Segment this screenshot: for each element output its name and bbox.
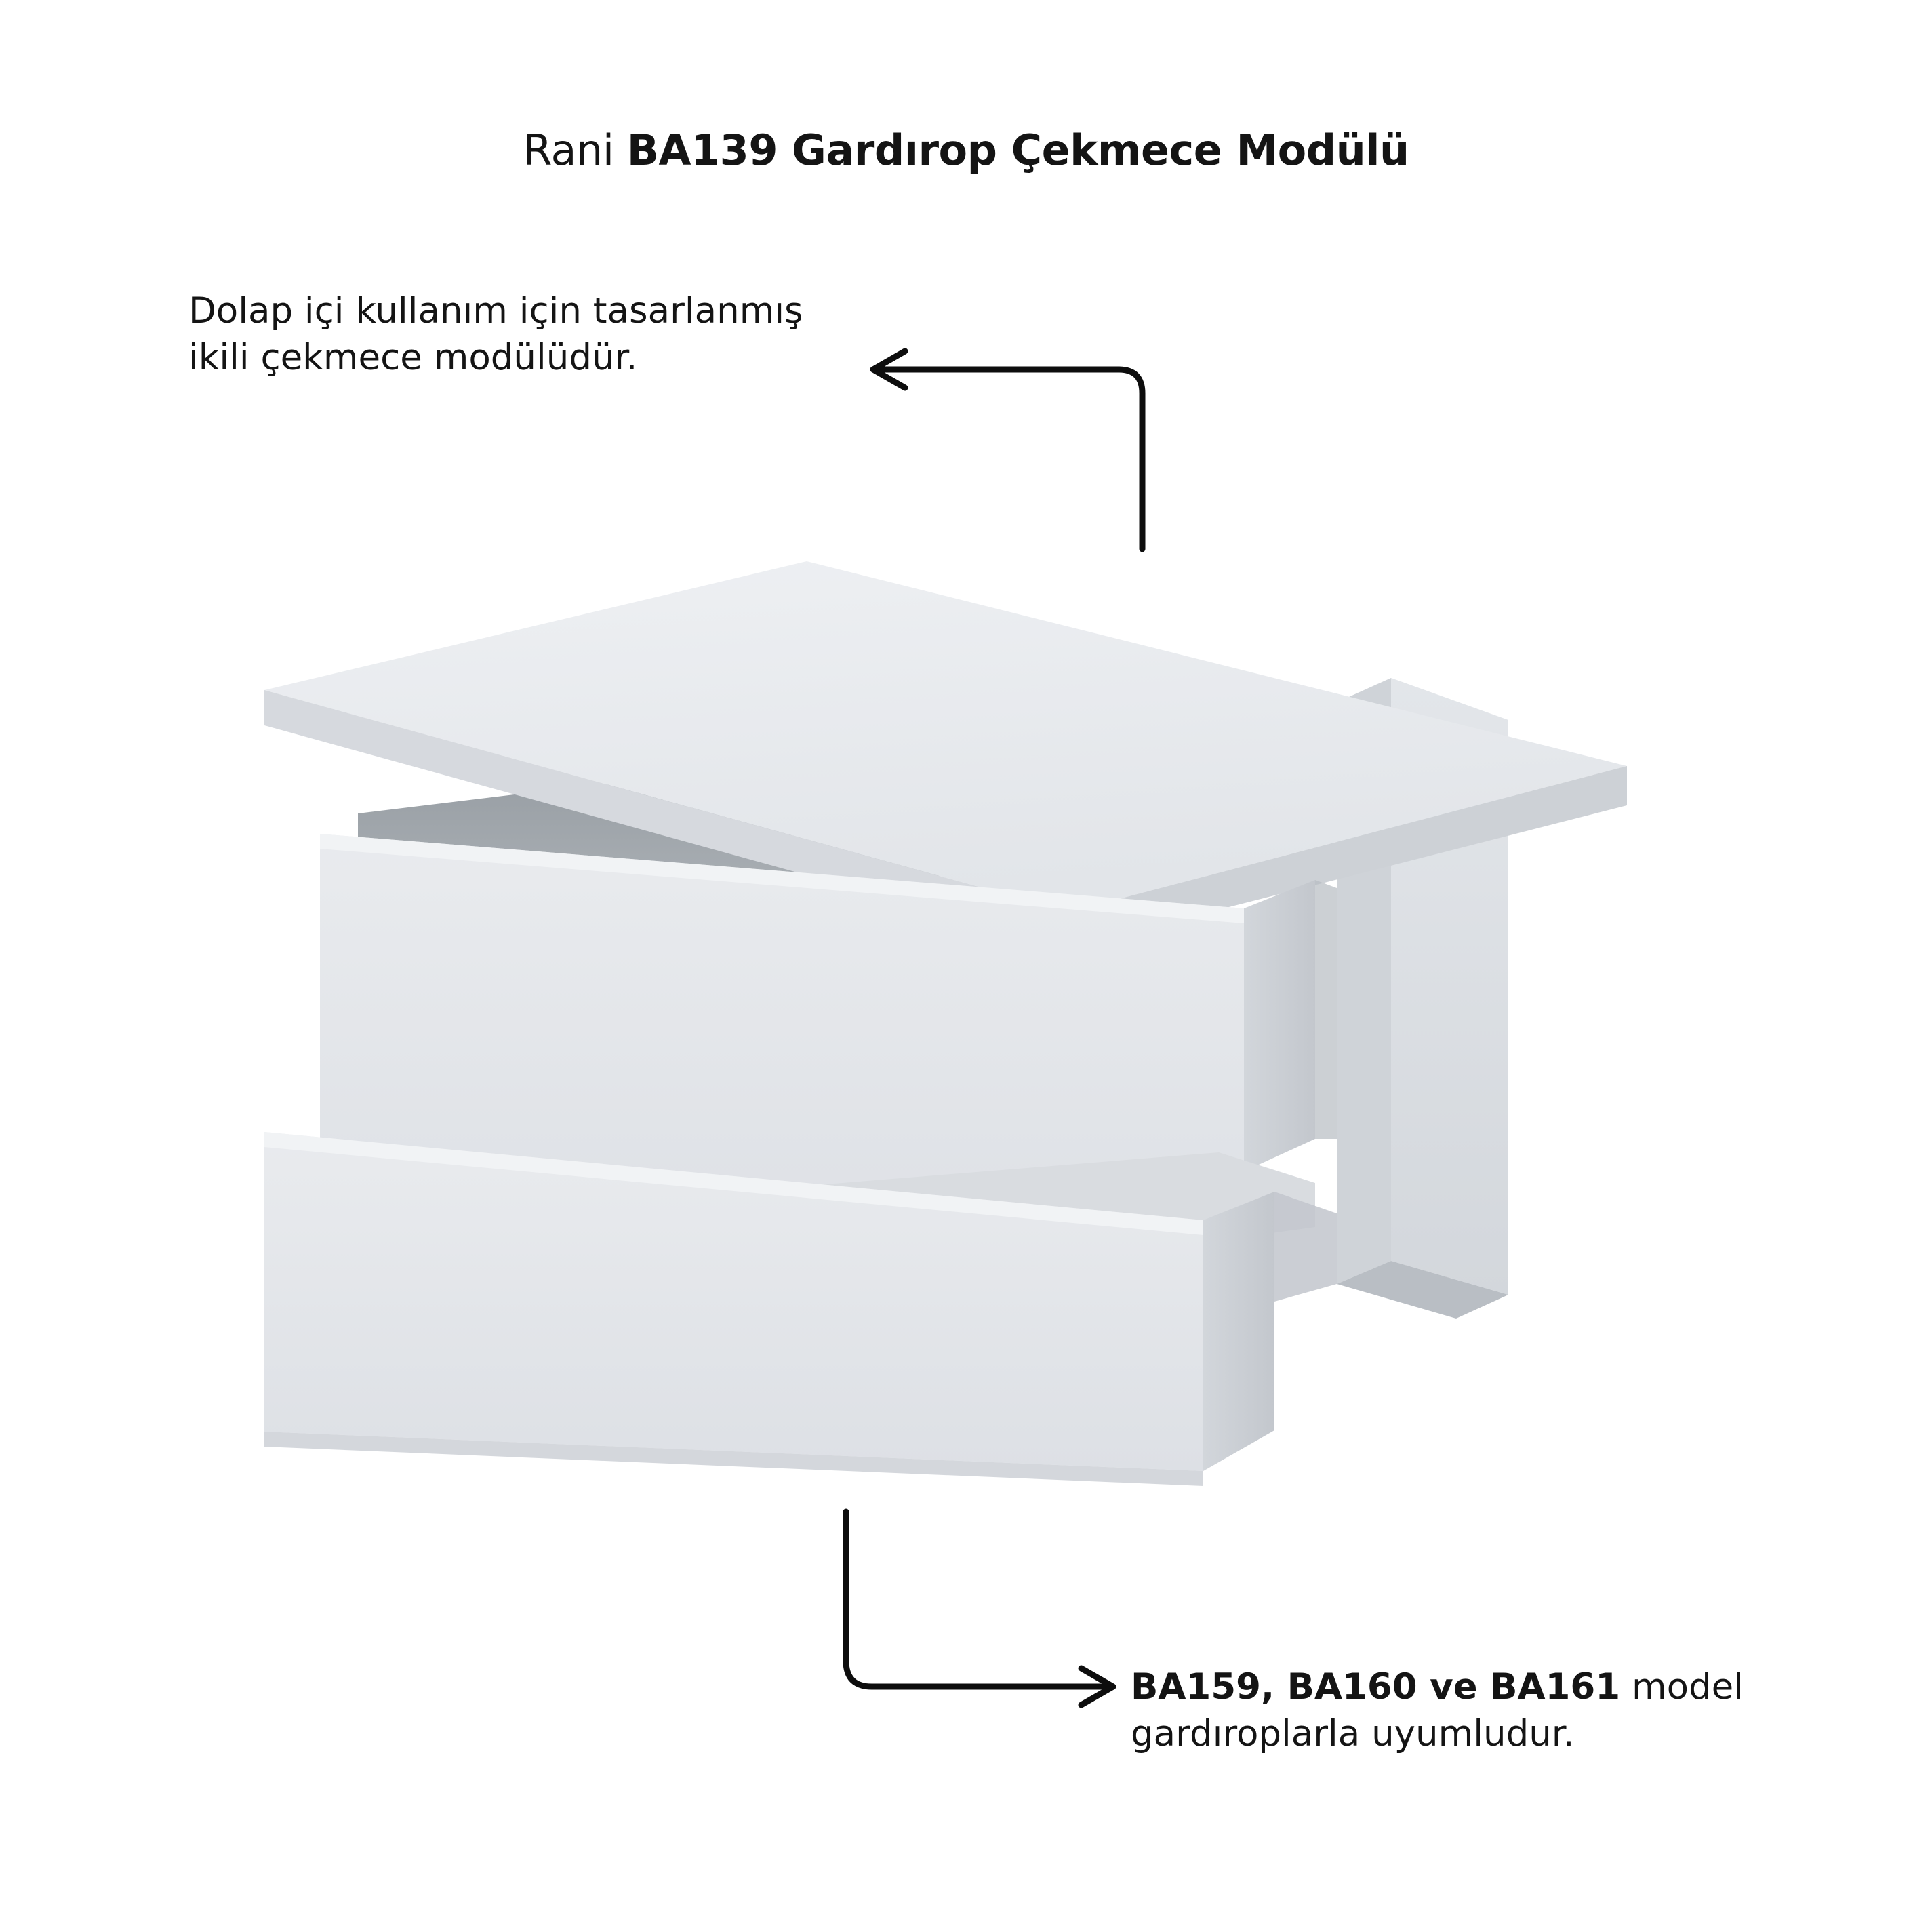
carcass-lower-shadow [1274,1192,1337,1302]
callout-bottom-rest: model gardıroplarla uyumludur. [1131,1666,1744,1754]
wardrobe-drawer-module-svg [264,561,1627,1486]
product-illustration [258,542,1729,1491]
arrow-top [870,348,1146,552]
lower-drawer [264,1132,1274,1486]
callout-top-text: Dolap içi kullanım için tasarlanmış ikil… [188,290,803,378]
callout-bottom-text: BA159, BA160 ve BA161 model gardıroplarl… [1131,1664,1809,1758]
callout-bottom-models: BA159, BA160 ve BA161 [1131,1666,1621,1708]
page-title-bold: BA139 Gardırop Çekmece Modülü [626,125,1409,175]
page-title-light: Rani [523,125,627,175]
page-title: Rani BA139 Gardırop Çekmece Modülü [0,125,1932,175]
arrow-bottom [843,1508,1116,1708]
